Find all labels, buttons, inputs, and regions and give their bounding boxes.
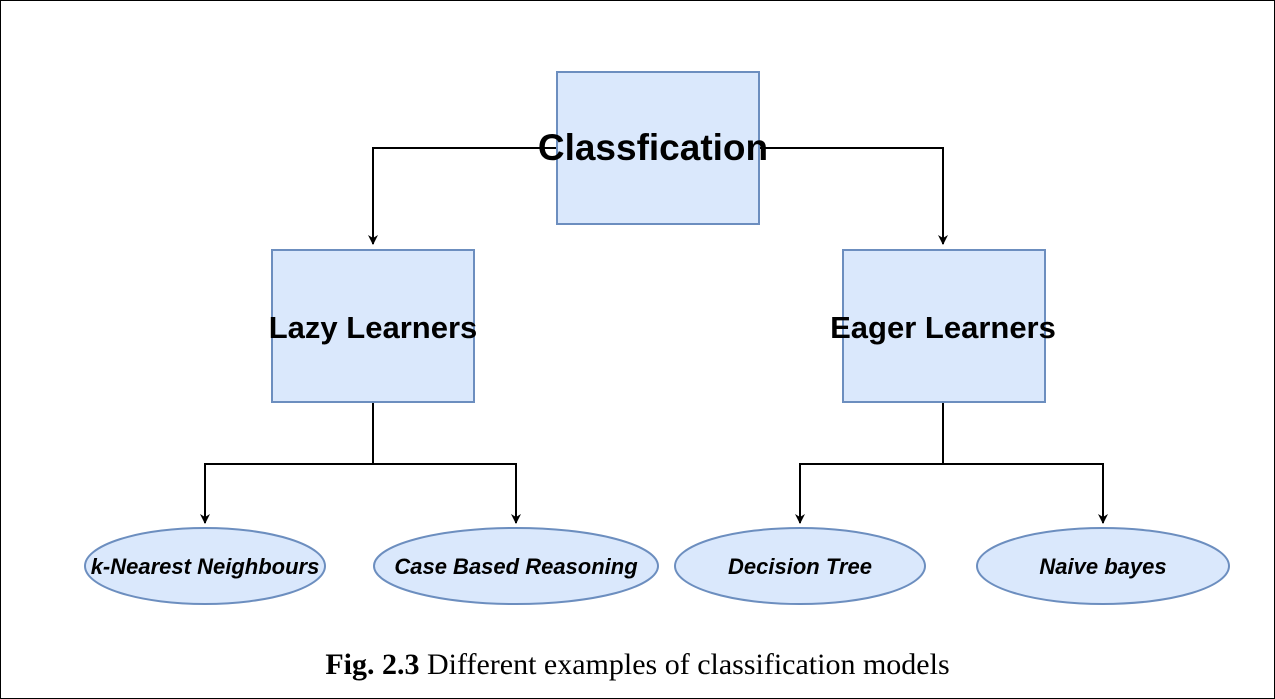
root-node: Classfication bbox=[538, 71, 768, 225]
root-node-label: Classfication bbox=[538, 127, 768, 168]
leaf-naive-bayes: Naive bayes bbox=[976, 527, 1230, 605]
figure-caption-text: Different examples of classification mod… bbox=[419, 648, 950, 681]
classification-diagram: Classfication Lazy Learners Eager Learne… bbox=[84, 71, 1230, 605]
figure-caption-label: Fig. 2.3 bbox=[325, 648, 420, 681]
figure-caption: Fig. 2.3 Different examples of classific… bbox=[0, 648, 1275, 682]
edge-eager-to-dt bbox=[795, 463, 943, 524]
leaf-case-based-reasoning-label: Case Based Reasoning bbox=[394, 554, 638, 579]
edge-root-to-lazy bbox=[368, 147, 557, 245]
leaf-naive-bayes-label: Naive bayes bbox=[1039, 554, 1166, 579]
leaf-decision-tree: Decision Tree bbox=[674, 527, 926, 605]
leaf-knn: k-Nearest Neighbours bbox=[84, 527, 326, 605]
leaf-knn-label: k-Nearest Neighbours bbox=[91, 554, 320, 579]
edge-lazy-to-knn bbox=[200, 463, 373, 524]
eager-learners-node: Eager Learners bbox=[830, 249, 1056, 403]
edge-lazy-to-cbr bbox=[373, 463, 521, 524]
eager-learners-label: Eager Learners bbox=[830, 310, 1056, 345]
edge-root-to-eager bbox=[759, 147, 948, 245]
lazy-learners-label: Lazy Learners bbox=[269, 310, 478, 345]
leaf-decision-tree-label: Decision Tree bbox=[728, 554, 872, 579]
edge-eager-to-nb bbox=[943, 463, 1108, 524]
lazy-learners-node: Lazy Learners bbox=[269, 249, 478, 403]
leaf-case-based-reasoning: Case Based Reasoning bbox=[373, 527, 659, 605]
